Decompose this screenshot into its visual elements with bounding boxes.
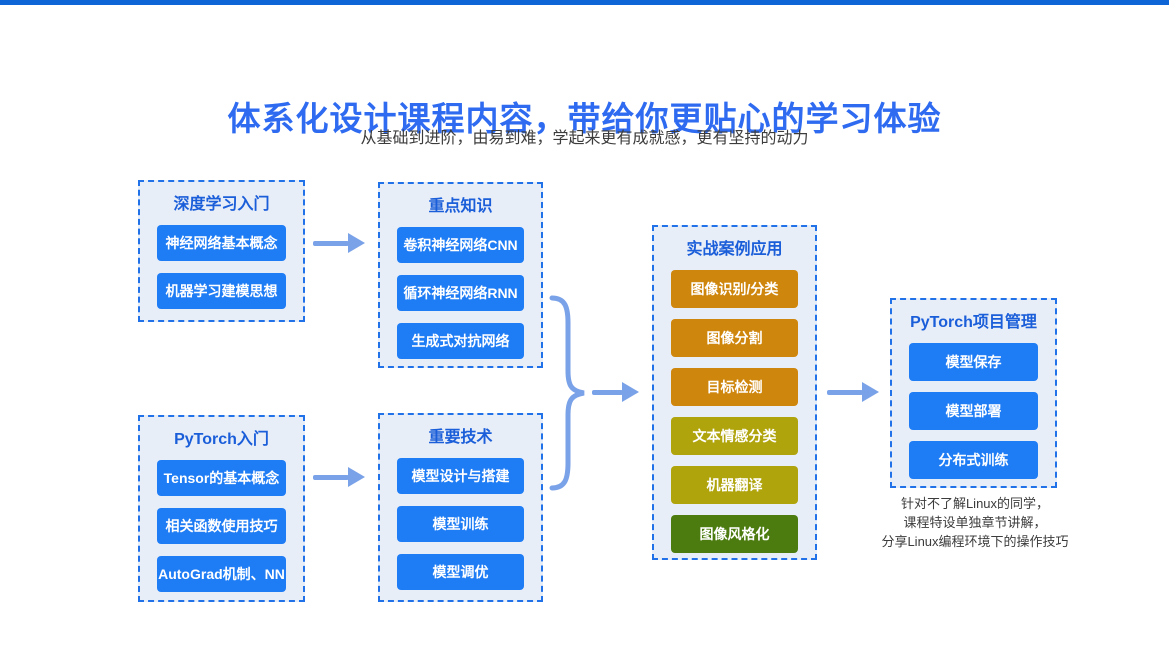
- topic-rnn: 循环神经网络RNN: [397, 275, 524, 311]
- group-title: 实战案例应用: [686, 241, 783, 258]
- case-text-sentiment: 文本情感分类: [671, 417, 798, 455]
- group-pytorch-intro: PyTorch入门 Tensor的基本概念 相关函数使用技巧 AutoGrad机…: [138, 415, 305, 618]
- group-pytorch-project-management: PyTorch项目管理 模型保存 模型部署 分布式训练: [890, 298, 1057, 488]
- topic-list: 模型设计与搭建 模型训练 模型调优: [397, 458, 524, 602]
- case-image-segmentation: 图像分割: [671, 319, 798, 357]
- arrow-right-icon: [313, 233, 365, 253]
- topic-model-deployment: 模型部署: [909, 392, 1038, 430]
- case-list: 图像识别/分类 图像分割 目标检测 文本情感分类 机器翻译 图像风格化: [671, 270, 798, 564]
- topic-tensor-basics: Tensor的基本概念: [157, 460, 286, 496]
- group-key-technology: 重要技术 模型设计与搭建 模型训练 模型调优: [378, 413, 543, 602]
- topic-list: 卷积神经网络CNN 循环神经网络RNN 生成式对抗网络GAN: [397, 227, 524, 385]
- topic-model-training: 模型训练: [397, 506, 524, 542]
- topic-autograd-nn-lib: AutoGrad机制、NN库: [157, 556, 286, 618]
- topic-function-usage: 相关函数使用技巧: [157, 508, 286, 544]
- group-title: 重要技术: [428, 429, 493, 446]
- top-accent-bar: [0, 0, 1169, 5]
- topic-list: 模型保存 模型部署 分布式训练: [909, 343, 1038, 490]
- topic-model-saving: 模型保存: [909, 343, 1038, 381]
- group-title: 重点知识: [428, 198, 493, 215]
- topic-model-tuning: 模型调优: [397, 554, 524, 590]
- topic-neural-network-basics: 神经网络基本概念: [157, 225, 286, 261]
- linux-note: 针对不了解Linux的同学， 课程特设单独章节讲解， 分享Linux编程环境下的…: [850, 494, 1100, 551]
- arrow-right-icon: [592, 382, 639, 402]
- page-subtitle: 从基础到进阶，由易到难，学起来更有成就感，更有坚持的动力: [360, 130, 809, 147]
- linux-note-line: 分享Linux编程环境下的操作技巧: [881, 534, 1069, 549]
- page-title: 体系化设计课程内容，带给你更贴心的学习体验: [227, 100, 942, 138]
- case-object-detection: 目标检测: [671, 368, 798, 406]
- topic-list: 神经网络基本概念 机器学习建模思想: [157, 225, 286, 321]
- group-title: PyTorch项目管理: [910, 314, 1037, 331]
- curly-brace-icon: [549, 295, 585, 491]
- group-key-knowledge: 重点知识 卷积神经网络CNN 循环神经网络RNN 生成式对抗网络GAN: [378, 182, 543, 385]
- linux-note-line: 针对不了解Linux的同学，: [900, 496, 1050, 511]
- arrow-right-icon: [313, 467, 365, 487]
- case-machine-translation: 机器翻译: [671, 466, 798, 504]
- topic-model-design-build: 模型设计与搭建: [397, 458, 524, 494]
- group-title: 深度学习入门: [173, 196, 270, 213]
- case-image-classification: 图像识别/分类: [671, 270, 798, 308]
- group-case-studies: 实战案例应用 图像识别/分类 图像分割 目标检测 文本情感分类 机器翻译 图像风…: [652, 225, 817, 560]
- arrow-right-icon: [827, 382, 879, 402]
- topic-distributed-training: 分布式训练: [909, 441, 1038, 479]
- group-deep-learning-intro: 深度学习入门 神经网络基本概念 机器学习建模思想: [138, 180, 305, 322]
- group-title: PyTorch入门: [174, 431, 269, 448]
- topic-list: Tensor的基本概念 相关函数使用技巧 AutoGrad机制、NN库: [157, 460, 286, 618]
- topic-ml-modeling-ideas: 机器学习建模思想: [157, 273, 286, 309]
- topic-gan: 生成式对抗网络GAN: [397, 323, 524, 385]
- topic-cnn: 卷积神经网络CNN: [397, 227, 524, 263]
- linux-note-line: 课程特设单独章节讲解，: [903, 515, 1047, 530]
- case-image-style-transfer: 图像风格化: [671, 515, 798, 553]
